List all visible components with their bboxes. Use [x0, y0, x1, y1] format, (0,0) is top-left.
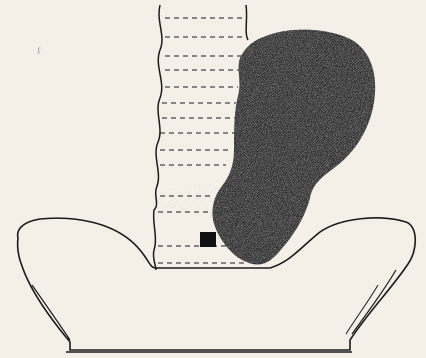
square-marker [200, 232, 216, 247]
spine-right-border [246, 5, 248, 40]
faint-mark: ᶴ [37, 46, 41, 59]
spine-left-border [153, 5, 162, 270]
pelvis-outline [18, 218, 416, 350]
